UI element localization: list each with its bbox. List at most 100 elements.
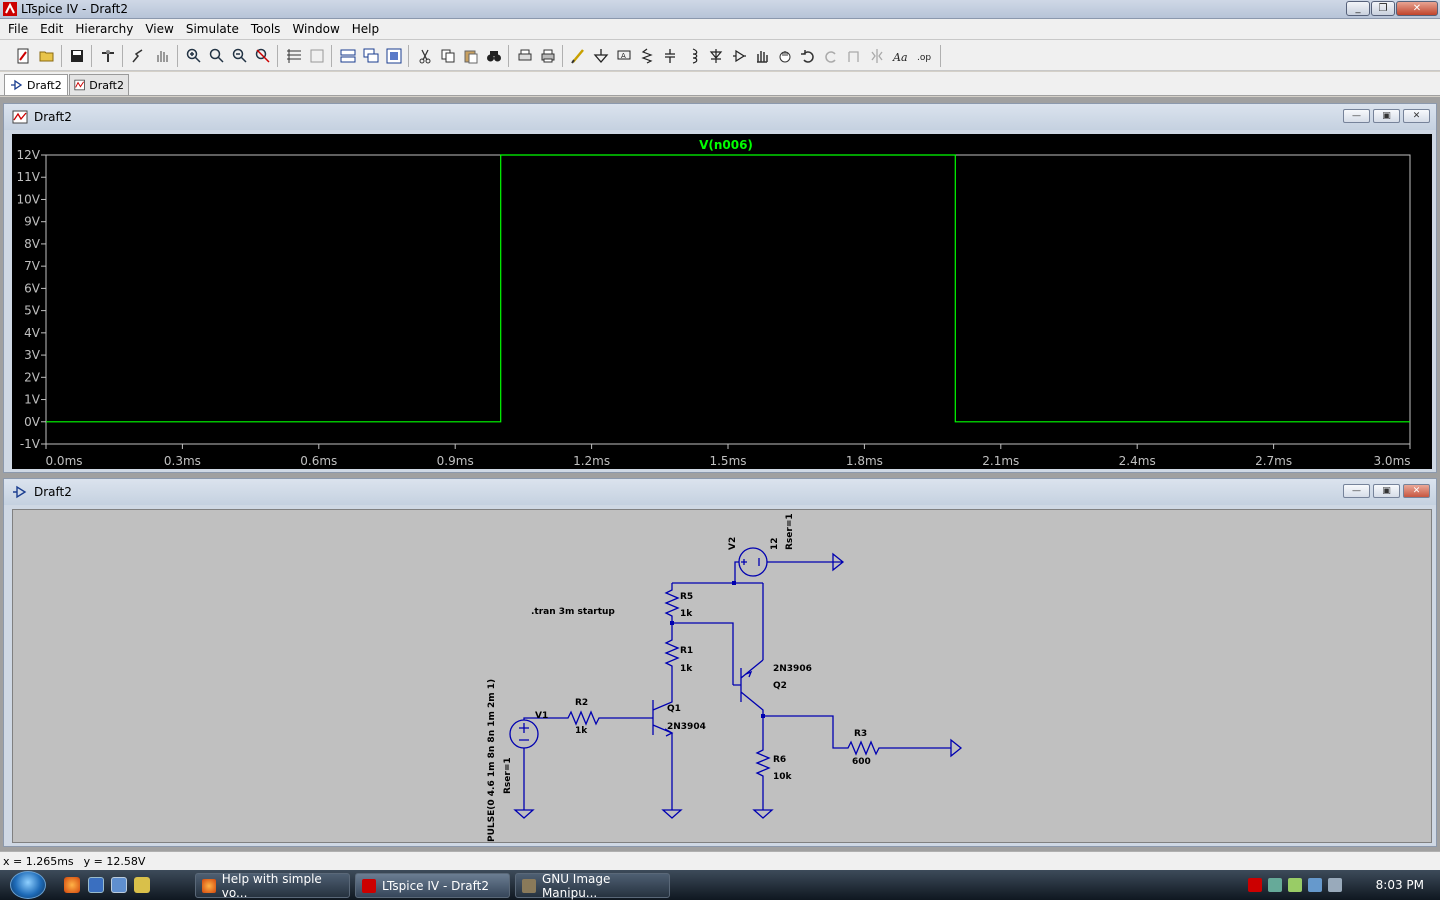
menu-window[interactable]: Window	[292, 22, 340, 36]
q2-name: Q2	[773, 681, 787, 691]
y-tick-label: 11V	[17, 170, 41, 184]
text-icon[interactable]: Aa	[890, 46, 910, 66]
cascade-icon[interactable]	[361, 46, 381, 66]
find-icon[interactable]	[484, 46, 504, 66]
y-tick-label: 8V	[24, 237, 41, 251]
cut-icon[interactable]	[415, 46, 435, 66]
spice-directive-icon[interactable]: .op	[913, 46, 933, 66]
restore-button[interactable]: ❐	[1371, 1, 1395, 16]
ati-icon[interactable]	[1248, 878, 1262, 892]
tab-schematic[interactable]: Draft2	[4, 74, 68, 95]
diode-icon[interactable]	[706, 46, 726, 66]
drag-hand-icon[interactable]	[775, 46, 795, 66]
schematic-window-titlebar[interactable]: Draft2	[4, 479, 1436, 505]
waveform-window-titlebar[interactable]: Draft2	[4, 104, 1436, 130]
task-ltspice[interactable]: LTspice IV - Draft2	[355, 873, 510, 898]
tray-check-icon[interactable]	[1288, 878, 1302, 892]
menu-edit[interactable]: Edit	[40, 22, 64, 36]
label-net-icon[interactable]: A	[614, 46, 634, 66]
task-firefox[interactable]: Help with simple vo...	[195, 872, 350, 900]
paste-icon[interactable]	[461, 46, 481, 66]
zoom-fit-icon[interactable]	[253, 46, 273, 66]
x-tick-label: 1.8ms	[846, 454, 883, 468]
menu-simulate[interactable]: Simulate	[185, 22, 239, 36]
schematic-minimize-button[interactable]: —	[1343, 484, 1370, 498]
menu-view[interactable]: View	[145, 22, 174, 36]
tab-waveform[interactable]: Draft2	[69, 74, 129, 95]
schematic-maximize-button[interactable]: ▣	[1373, 484, 1400, 498]
y-tick-label: 2V	[24, 370, 41, 384]
new-schematic-icon[interactable]	[13, 46, 33, 66]
menu-tools[interactable]: Tools	[250, 22, 281, 36]
clock[interactable]: 8:03 PM	[1375, 878, 1424, 892]
task-gimp[interactable]: GNU Image Manipu...	[515, 872, 670, 900]
volume-icon[interactable]	[1328, 878, 1342, 892]
x-tick-label: 0.0ms	[45, 454, 82, 468]
zoom-out-icon[interactable]	[230, 46, 250, 66]
q2-model: 2N3906	[773, 664, 812, 674]
menu-hierarchy[interactable]: Hierarchy	[75, 22, 134, 36]
open-folder-icon[interactable]	[37, 46, 57, 66]
copy-icon[interactable]	[438, 46, 458, 66]
switch-windows-icon[interactable]	[111, 877, 127, 893]
minimize-button[interactable]: _	[1346, 1, 1370, 16]
y-tick-label: 12V	[17, 148, 41, 162]
print-icon[interactable]	[538, 46, 558, 66]
tile-horizontal-icon[interactable]	[338, 46, 358, 66]
tray-app-icon[interactable]	[1268, 878, 1282, 892]
menu-help[interactable]: Help	[351, 22, 380, 36]
inductor-icon[interactable]	[683, 46, 703, 66]
capacitor-icon[interactable]	[660, 46, 680, 66]
r2-resistor-symbol	[538, 710, 653, 726]
v1-value: PULSE(0 4.6 1m 8n 8n 1m 2m 1)	[487, 679, 497, 842]
trace-title[interactable]: V(n006)	[699, 138, 753, 152]
quicklaunch-app-icon[interactable]	[134, 877, 150, 893]
y-tick-label: 7V	[24, 259, 41, 273]
grid-icon[interactable]	[307, 46, 327, 66]
schematic-close-button[interactable]: ✕	[1403, 484, 1430, 498]
draw-wire-icon[interactable]	[568, 46, 588, 66]
redo-icon[interactable]	[821, 46, 841, 66]
waveform-maximize-button[interactable]: ▣	[1373, 109, 1400, 123]
r6-name: R6	[773, 755, 786, 765]
r6-value: 10k	[773, 772, 793, 782]
run-icon[interactable]	[128, 46, 148, 66]
y-tick-label: -1V	[20, 437, 41, 451]
mirror-icon[interactable]	[867, 46, 887, 66]
schematic-canvas[interactable]: .tran 3m startup V2 12 Rser=1 R5 1k R1 1…	[12, 509, 1432, 843]
schematic-drawing: .tran 3m startup V2 12 Rser=1 R5 1k R1 1…	[487, 513, 963, 842]
control-panel-icon[interactable]	[98, 46, 118, 66]
component-icon[interactable]	[729, 46, 749, 66]
show-desktop-icon[interactable]	[88, 877, 104, 893]
resistor-icon[interactable]	[637, 46, 657, 66]
svg-text:A: A	[621, 52, 626, 60]
autorange-icon[interactable]	[284, 46, 304, 66]
cursor-x-readout: x = 1.265ms	[3, 854, 74, 868]
print-preview-icon[interactable]	[515, 46, 535, 66]
save-icon[interactable]	[67, 46, 87, 66]
tile-vertical-icon[interactable]	[384, 46, 404, 66]
firefox-icon[interactable]	[64, 877, 80, 893]
svg-text:.op: .op	[917, 53, 931, 63]
zoom-in-icon[interactable]	[184, 46, 204, 66]
v2-param: Rser=1	[785, 513, 795, 550]
zoom-pan-icon[interactable]	[207, 46, 227, 66]
start-button[interactable]	[10, 871, 46, 899]
undo-icon[interactable]	[798, 46, 818, 66]
close-button[interactable]: ✕	[1396, 1, 1438, 16]
taskbar: Help with simple vo... LTspice IV - Draf…	[0, 870, 1440, 900]
menu-file[interactable]: File	[8, 22, 29, 36]
tray-network-icon[interactable]	[1308, 878, 1322, 892]
rotate-icon[interactable]	[844, 46, 864, 66]
spice-directive-text[interactable]: .tran 3m startup	[531, 607, 615, 617]
waveform-close-button[interactable]: ✕	[1403, 109, 1430, 123]
move-hand-icon[interactable]	[752, 46, 772, 66]
halt-hand-icon[interactable]	[152, 46, 172, 66]
r3-value: 600	[852, 757, 871, 767]
ground-icon[interactable]	[591, 46, 611, 66]
schematic-window: Draft2 — ▣ ✕	[3, 478, 1437, 847]
waveform-minimize-button[interactable]: —	[1343, 109, 1370, 123]
trace-v-n006[interactable]	[46, 154, 1410, 423]
r1-resistor-symbol	[664, 623, 680, 685]
